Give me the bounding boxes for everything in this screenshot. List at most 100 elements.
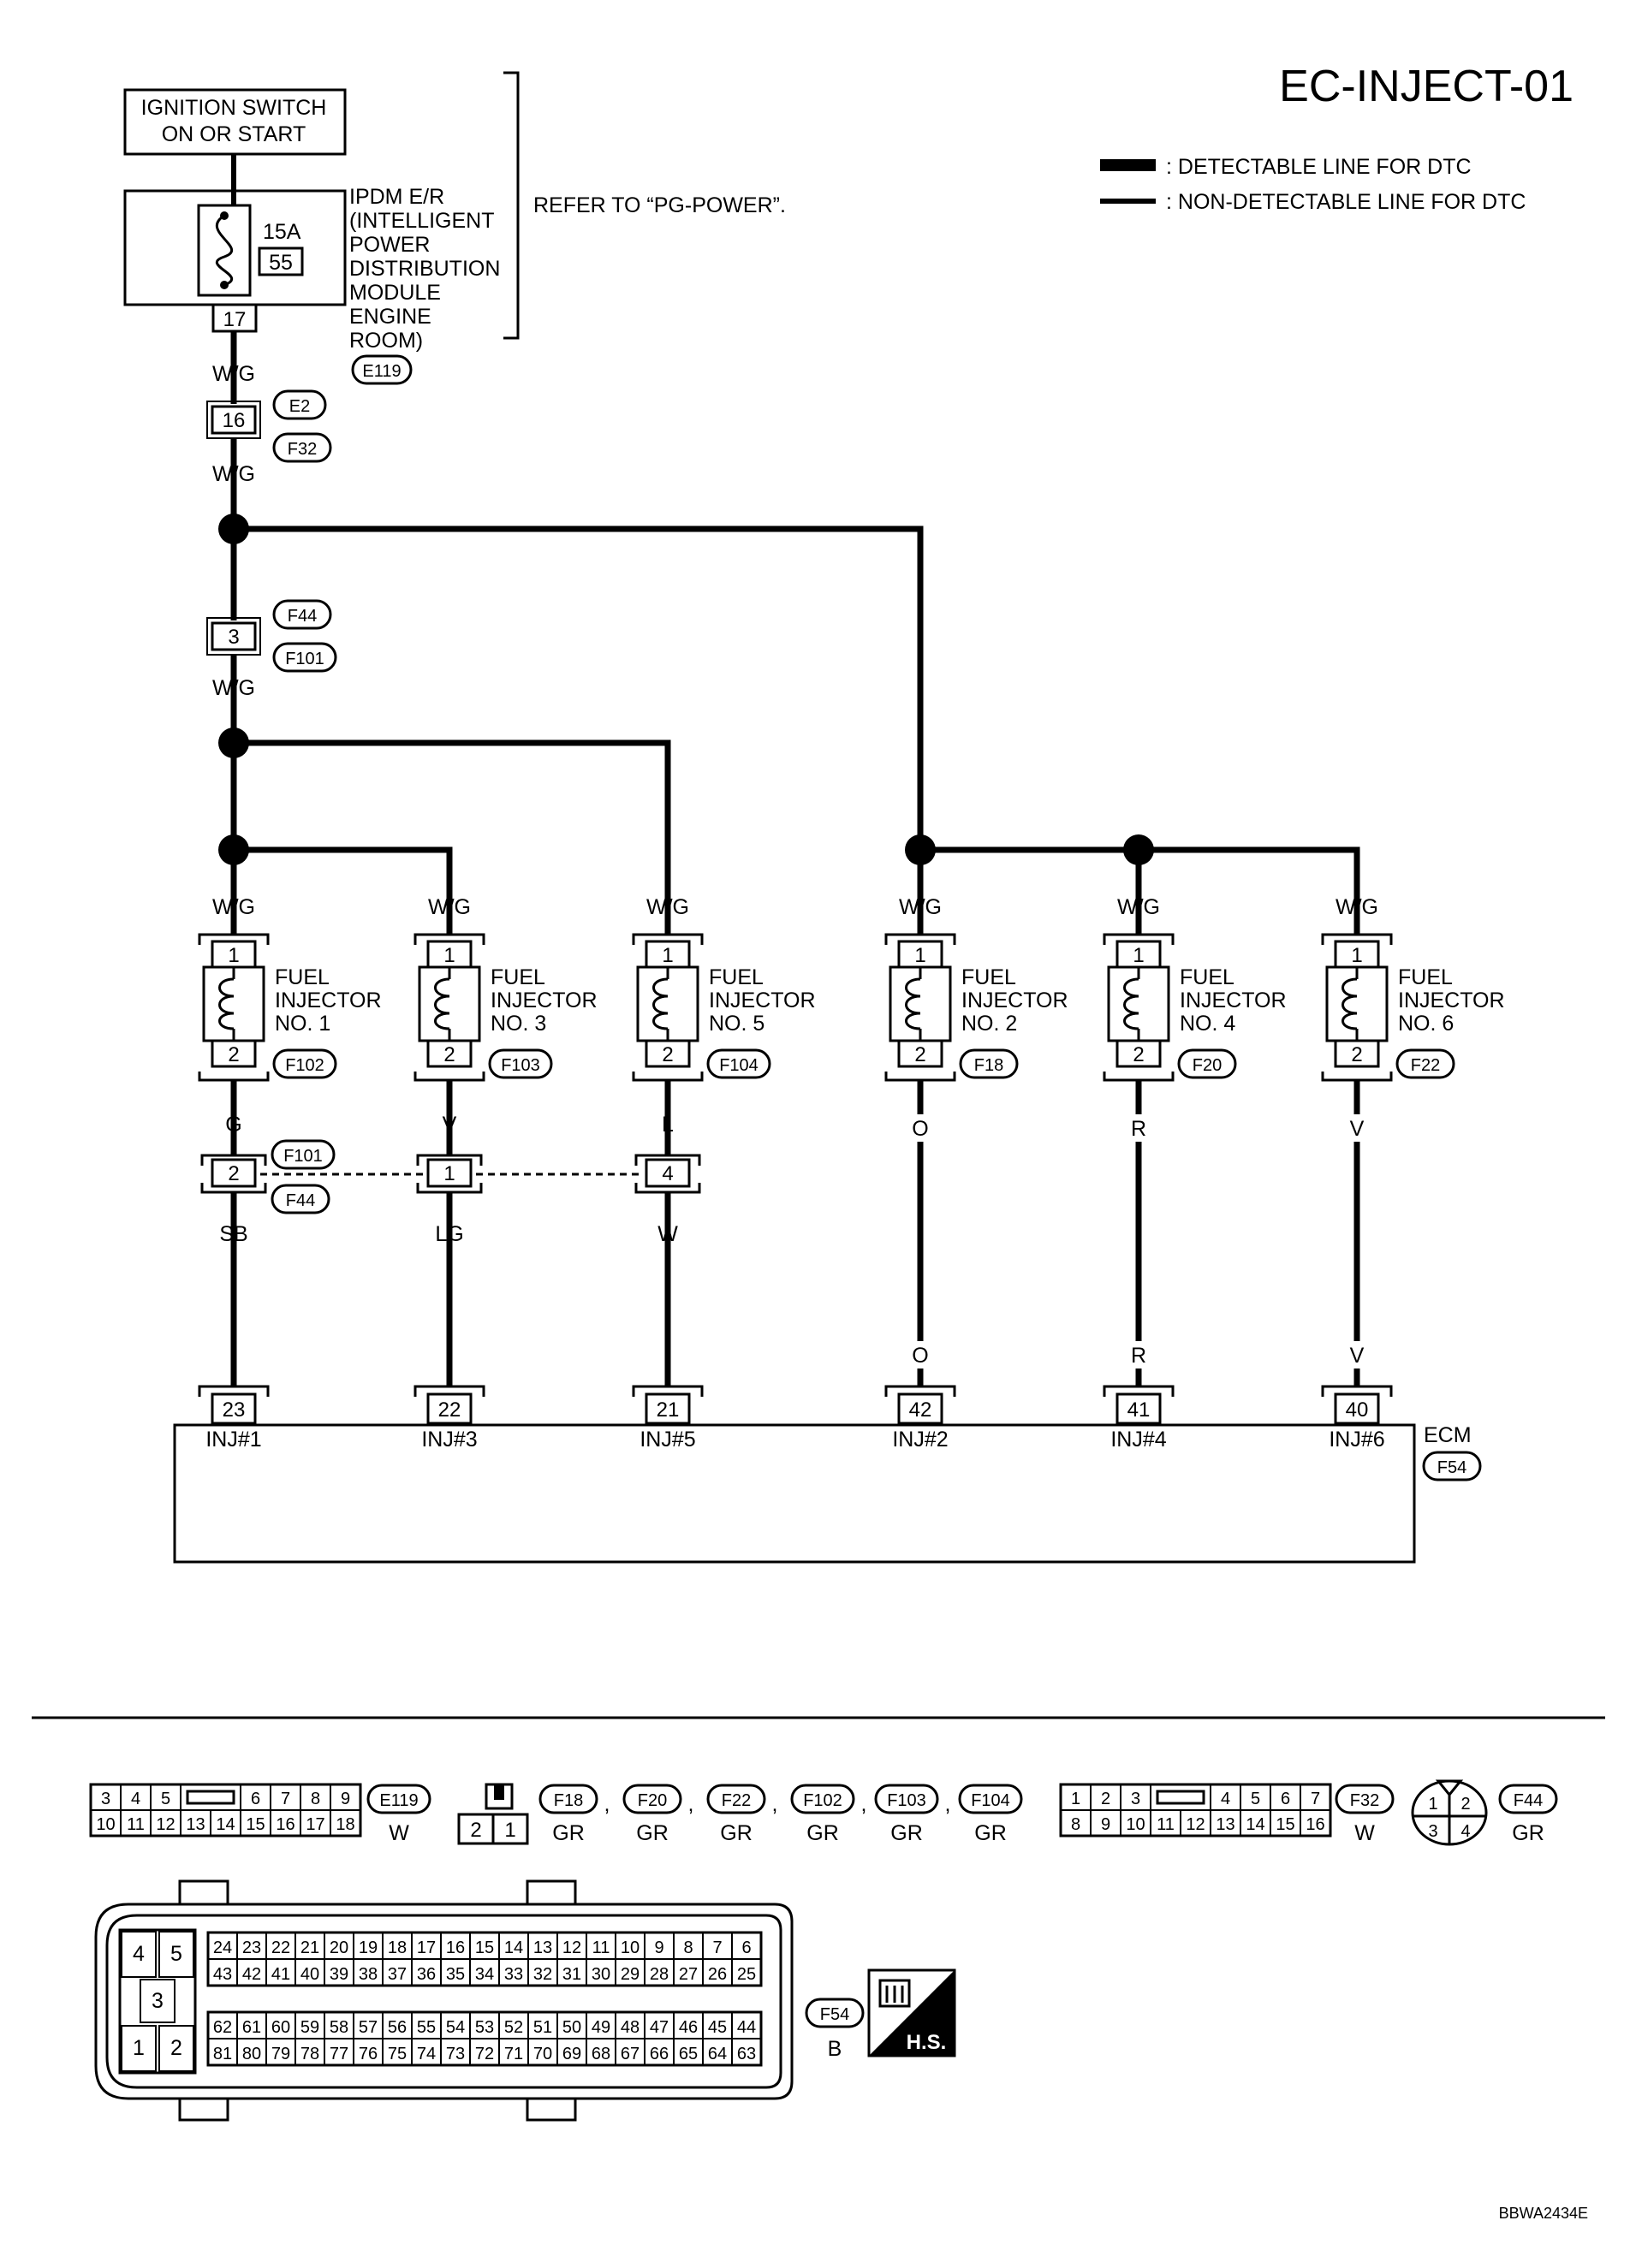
connector-f54-lock-br [526, 2097, 577, 2122]
mid-joint-pin-number: 2 [228, 1162, 239, 1185]
injector-top-bracket [884, 933, 956, 945]
connector-f32-tag [1335, 1784, 1395, 1814]
injector-coil-icon [434, 977, 450, 1030]
legend-non-detectable: : NON-DETECTABLE LINE FOR DTC [1166, 190, 1526, 214]
f54-pin: 78 [300, 2045, 319, 2063]
wire-color-inj4-ecm: R [1131, 1344, 1146, 1368]
connector-pin: 13 [186, 1815, 205, 1834]
f54-power-pin-2: 2 [170, 2036, 182, 2060]
label-gap-r-1 [1126, 1114, 1151, 1142]
injector-ref-tag-outline [706, 1784, 766, 1814]
f54-pin: 35 [446, 1965, 465, 1984]
mid-joint-bracket-top [634, 1154, 701, 1166]
ecm-terminal-pin-box [1115, 1392, 1162, 1425]
injector-bottom-pin: 2 [1133, 1043, 1144, 1066]
f54-pin: 11 [592, 1938, 610, 1957]
legend-detectable: : DETECTABLE LINE FOR DTC [1166, 155, 1472, 179]
injector-name-1: FUEL [1180, 965, 1234, 989]
wire-color-3: W/G [212, 676, 255, 700]
f54-pin: 15 [475, 1938, 494, 1957]
injector-top-pin-box [1334, 940, 1380, 969]
injector-top-pin: 1 [228, 944, 239, 967]
connector-pin: 4 [1221, 1790, 1230, 1808]
f54-pin: 36 [417, 1965, 436, 1984]
ignition-switch-label-2: ON OR START [162, 122, 306, 146]
connector-pin: 7 [281, 1790, 290, 1808]
joint-e2-connector-bottom: F32 [288, 440, 317, 459]
injector-name-3: NO. 1 [275, 1012, 330, 1036]
connector-pin: 12 [1186, 1815, 1205, 1834]
connector-pin: 2 [1101, 1790, 1110, 1808]
injector-ref-tag-color: GR [890, 1821, 923, 1845]
connector-f44-pin-3: 3 [1428, 1822, 1437, 1841]
ipdm-label-3: POWER [349, 233, 430, 257]
wire-color-1: W/G [212, 362, 255, 386]
injector-coil-icon [1123, 977, 1139, 1030]
injector-bottom-bracket [413, 1072, 485, 1082]
injector-name-2: INJECTOR [491, 989, 598, 1012]
injector-ref-separator: , [772, 1792, 778, 1816]
connector-key-cell [1150, 1784, 1211, 1811]
wire-color-inj1-out: G [225, 1113, 241, 1137]
injector-feed-wire-color: W/G [646, 895, 689, 919]
f54-pin: 38 [359, 1965, 378, 1984]
joint-e2-pin-box [211, 405, 257, 435]
ecm-terminal-label: INJ#5 [640, 1428, 695, 1452]
connector-f44-pin-4: 4 [1461, 1822, 1470, 1841]
ecm-terminal-pin: 23 [223, 1398, 246, 1422]
injector-bottom-pin-box [1115, 1039, 1162, 1068]
injector-ref-tag-name: F103 [887, 1791, 926, 1810]
injector-connector-tag [272, 1048, 337, 1079]
f54-pin: 34 [475, 1965, 494, 1984]
f54-pin: 43 [213, 1965, 232, 1984]
ecm-terminal-bracket [1321, 1385, 1393, 1397]
joint-f44-pin: 3 [228, 626, 239, 649]
f54-pin: 51 [533, 2018, 552, 2037]
wire-to-inj3 [234, 846, 453, 935]
mid-joint-connector-bottom: F44 [286, 1191, 315, 1210]
injector-bottom-pin-box [897, 1039, 943, 1068]
ipdm-connector: E119 [362, 362, 401, 381]
injector-ref-tag-color: GR [806, 1821, 839, 1845]
f54-pin: 26 [708, 1965, 727, 1984]
injector-ref-tag-name: F22 [722, 1791, 751, 1810]
f54-pin: 50 [562, 2018, 581, 2037]
f54-pin: 39 [330, 1965, 348, 1984]
ecm-terminal-pin: 41 [1127, 1398, 1151, 1422]
connector-pin: 5 [161, 1790, 170, 1808]
f54-power-pin-5: 5 [170, 1942, 182, 1966]
f54-pin: 67 [621, 2045, 640, 2063]
injector-bottom-pin-box [1334, 1039, 1380, 1068]
wire-color-w: W [657, 1222, 678, 1246]
ecm-terminal-pin: 40 [1346, 1398, 1369, 1422]
injector-bottom-bracket [1103, 1072, 1175, 1082]
injector-bottom-bracket [632, 1072, 704, 1082]
wire-color-2: W/G [212, 462, 255, 486]
f54-pin: 48 [621, 2018, 640, 2037]
f54-pin: 7 [712, 1938, 722, 1957]
mid-joint-pin-2: 1 [416, 1154, 483, 1194]
f54-pin: 72 [475, 2045, 494, 2063]
connector-pin: 15 [246, 1815, 265, 1834]
f54-pin: 24 [213, 1938, 232, 1957]
injector-top-pin: 1 [1351, 944, 1362, 967]
injector-name-1: FUEL [275, 965, 330, 989]
connector-pin: 6 [1281, 1790, 1290, 1808]
injector-top-pin: 1 [443, 944, 455, 967]
f54-pin: 44 [737, 2018, 756, 2037]
label-gap-v-2 [1344, 1341, 1370, 1369]
connector-f44-color: GR [1512, 1821, 1544, 1845]
connector-pin: 15 [1276, 1815, 1294, 1834]
injector-bottom-bracket [884, 1072, 956, 1082]
injector-name-3: NO. 2 [961, 1012, 1017, 1036]
f54-pin: 47 [650, 2018, 669, 2037]
wire-to-inj5 [234, 739, 671, 935]
